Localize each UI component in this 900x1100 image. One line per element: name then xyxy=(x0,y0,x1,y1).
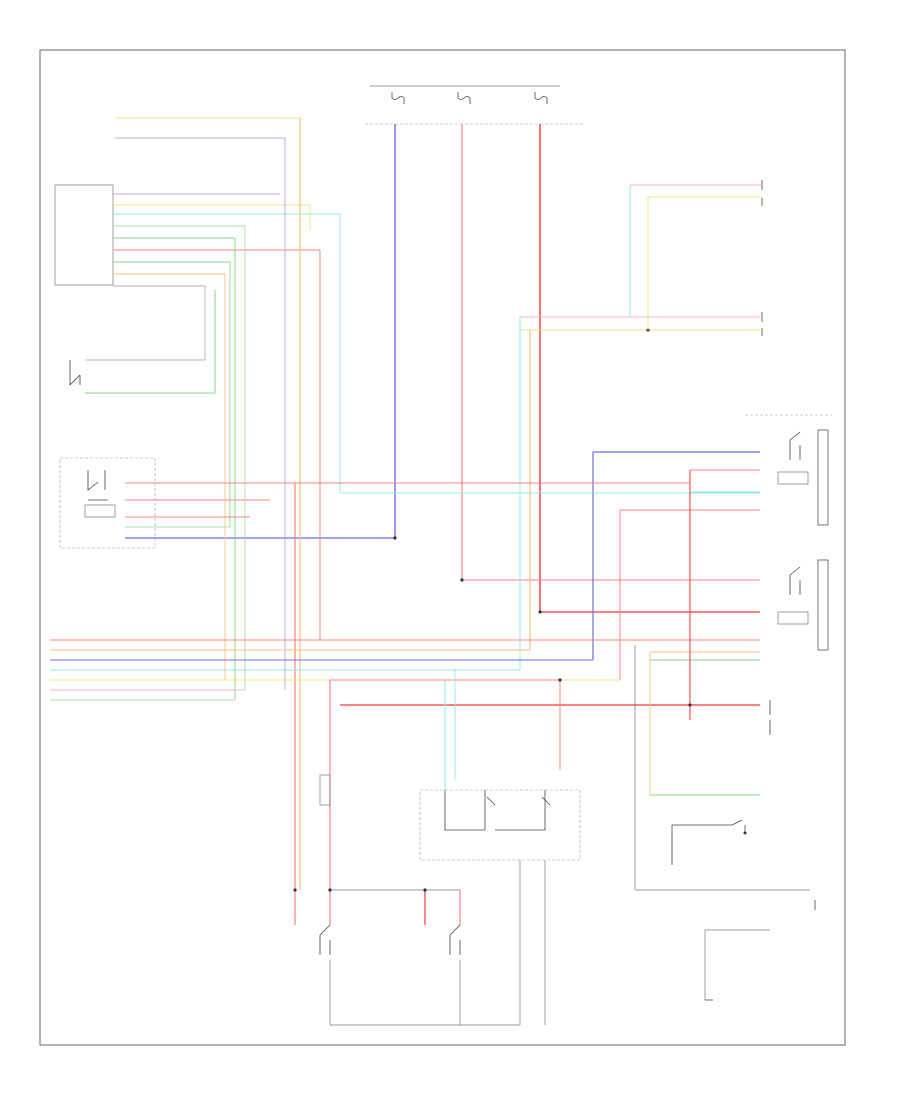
fuse-1-icon xyxy=(391,92,405,104)
junction-dots xyxy=(293,578,692,892)
lower-right-component xyxy=(704,929,770,1001)
control-module-wires xyxy=(113,193,340,287)
top-right-junction xyxy=(519,185,649,670)
right-relay-wires-2 xyxy=(320,579,760,661)
door-lock-actuator-2 xyxy=(424,890,461,1025)
control-module-box xyxy=(54,184,114,286)
door-lock-switch xyxy=(69,286,216,394)
center-red-harness xyxy=(329,679,760,890)
relay-wires xyxy=(125,482,395,539)
bottom-ground-bus xyxy=(330,860,546,1026)
door-lock-actuator-1 xyxy=(294,890,331,1025)
sheet-border xyxy=(39,49,846,1046)
right-relay-frame xyxy=(817,429,829,526)
fuse-panel xyxy=(365,85,585,125)
right-relay-frame-2 xyxy=(817,559,829,651)
fuse-3-icon xyxy=(534,92,548,104)
harness-bundle xyxy=(50,639,620,701)
fuse-2-icon xyxy=(457,92,471,104)
battery-saver-relay xyxy=(634,645,771,890)
center-lower-relay xyxy=(419,670,581,861)
resistor-icon xyxy=(319,774,331,806)
top-right-module-1 xyxy=(630,180,763,206)
top-right-module-2 xyxy=(520,312,763,336)
module-top-left xyxy=(115,117,300,139)
relay-switch-icon xyxy=(84,470,116,518)
cross-bus xyxy=(295,470,760,720)
right-relay-1 xyxy=(777,431,809,485)
left-vertical-bus xyxy=(224,118,341,890)
right-relay-2 xyxy=(777,566,809,625)
relay-box xyxy=(59,457,156,549)
ground-switch-lower-right xyxy=(635,819,816,910)
fuse-feed-wires xyxy=(393,124,760,613)
